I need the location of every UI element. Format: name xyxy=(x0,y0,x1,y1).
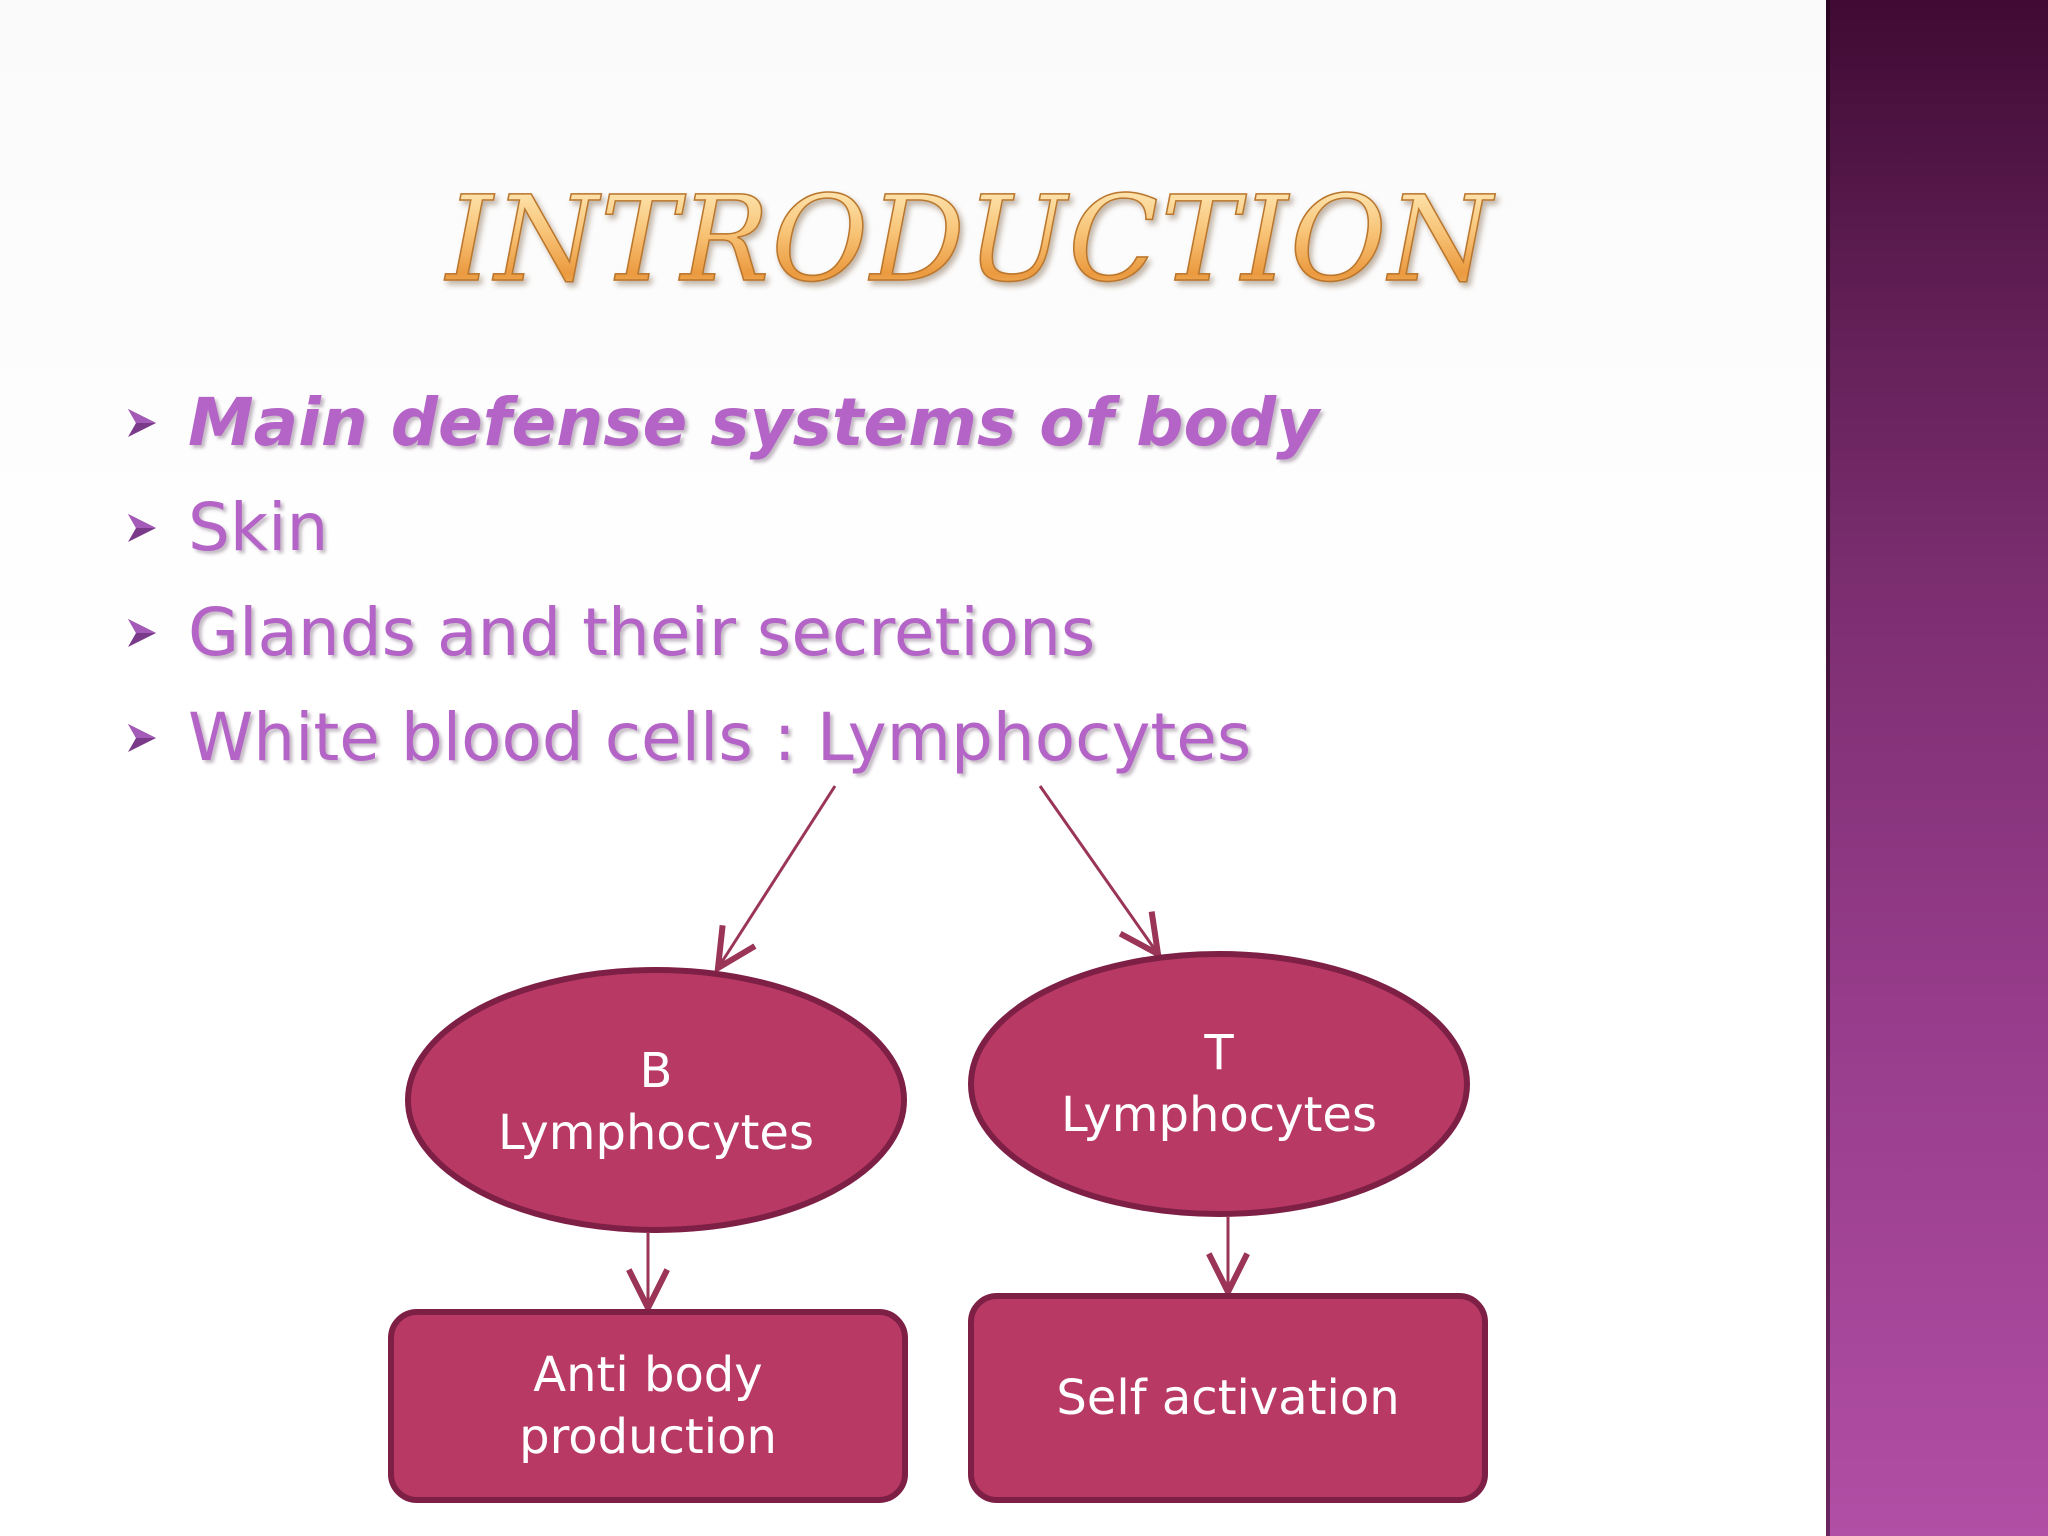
b-lymphocytes-line1: B xyxy=(639,1043,673,1099)
slide-canvas xyxy=(0,0,1826,1536)
arrow-bullet-icon xyxy=(128,618,156,647)
t-lymphocytes-label: T Lymphocytes xyxy=(971,1022,1467,1146)
antibody-production-line2: production xyxy=(519,1409,777,1465)
bullet-list: Main defense systems of body Skin Glands… xyxy=(122,370,1319,790)
antibody-production-label: Anti body production xyxy=(391,1312,905,1500)
bullet-item: Glands and their secretions xyxy=(122,580,1319,685)
b-lymphocytes-line2: Lymphocytes xyxy=(498,1105,814,1161)
slide-title: INTRODUCTION xyxy=(0,169,1940,309)
bullet-item: Main defense systems of body xyxy=(122,370,1319,475)
t-lymphocytes-line2: Lymphocytes xyxy=(1061,1087,1377,1143)
arrow-bullet-icon xyxy=(128,513,156,542)
bullet-text: Main defense systems of body xyxy=(188,384,1320,461)
arrow-bullet-icon xyxy=(128,723,156,752)
b-lymphocytes-label: B Lymphocytes xyxy=(408,1040,904,1164)
antibody-production-line1: Anti body xyxy=(533,1347,763,1403)
bullet-item: White blood cells : Lymphocytes xyxy=(122,685,1319,790)
self-activation-line1: Self activation xyxy=(1056,1370,1400,1426)
self-activation-label: Self activation xyxy=(971,1296,1485,1500)
bullet-text: White blood cells : Lymphocytes xyxy=(188,699,1252,776)
arrow-bullet-icon xyxy=(128,408,156,437)
bullet-text: Skin xyxy=(188,489,329,566)
bullet-text: Glands and their secretions xyxy=(188,594,1096,671)
bullet-item: Skin xyxy=(122,475,1319,580)
t-lymphocytes-line1: T xyxy=(1204,1025,1234,1081)
decorative-side-bar xyxy=(1826,0,2048,1536)
